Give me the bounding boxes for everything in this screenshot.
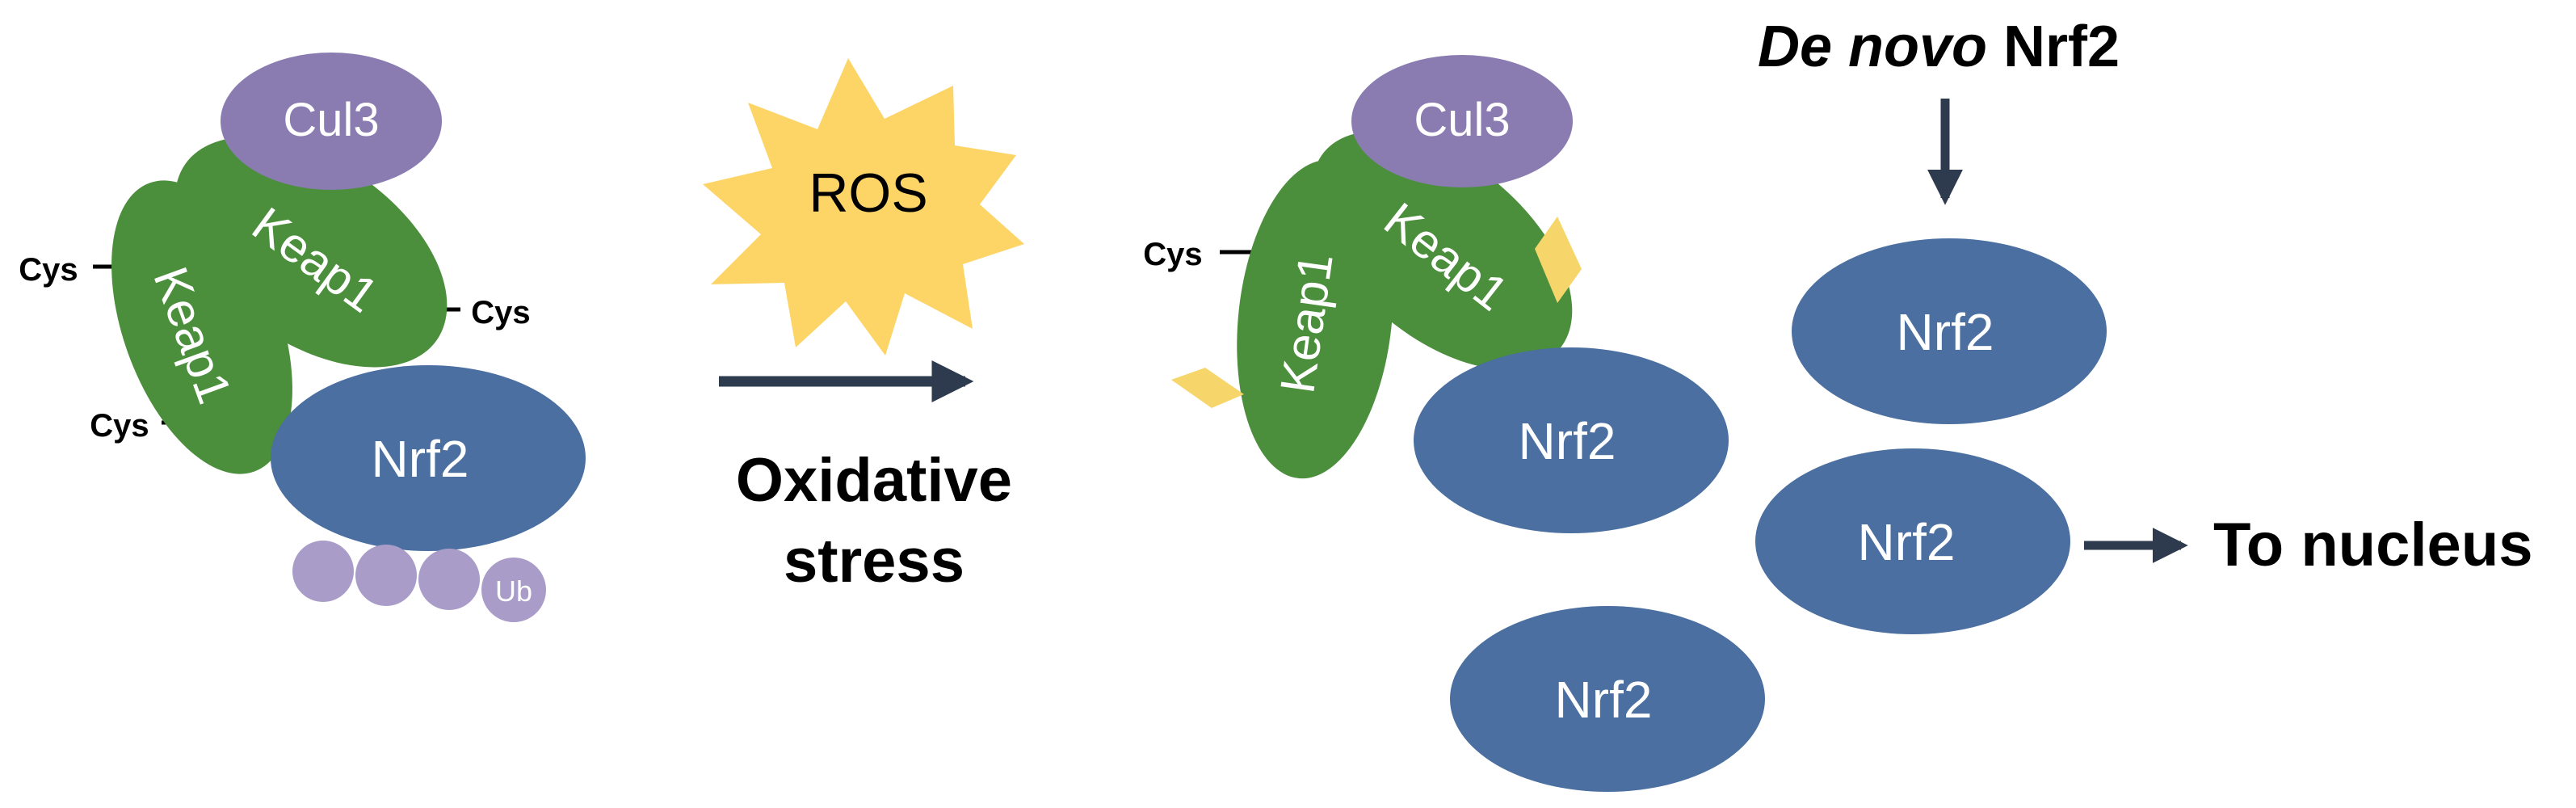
free-nrf2-group: De novo Nrf2 Nrf2 Nrf2 Nrf2 To nucleus xyxy=(1450,15,2533,792)
to-nucleus-label: To nucleus xyxy=(2213,511,2533,579)
keap1-upper-ellipse-right xyxy=(1311,131,1573,370)
nrf2-free-label-1: Nrf2 xyxy=(1897,303,1994,361)
de-novo-italic: De novo xyxy=(1758,15,1987,79)
nrf2-free-ellipse-2 xyxy=(1755,448,2070,634)
cys-label-1: Cys xyxy=(19,252,78,288)
nrf2-free-label-2: Nrf2 xyxy=(1858,513,1956,571)
cys-label-2: Cys xyxy=(471,295,530,330)
cul3-label-right: Cul3 xyxy=(1414,94,1510,146)
ubiquitin-circle-1 xyxy=(292,541,354,602)
ubiquitin-circle-2 xyxy=(355,545,417,606)
ros-label: ROS xyxy=(809,162,927,224)
ubiquitin-circle-4 xyxy=(481,558,546,622)
cys-label-right: Cys xyxy=(1143,237,1202,272)
basal-complex: Cul3 Keap1 Keap1 Nrf2 Ub Cys Cys Cys xyxy=(19,53,586,622)
stress-line-2: stress xyxy=(784,527,964,595)
nrf2-released-label: Nrf2 xyxy=(1519,412,1616,470)
cys-label-3: Cys xyxy=(90,408,149,444)
keap1-lower-ellipse xyxy=(111,180,292,474)
nrf2-free-ellipse-1 xyxy=(1792,238,2107,424)
nrf2-bound-ellipse xyxy=(271,365,586,551)
de-novo-nrf2: Nrf2 xyxy=(1987,15,2120,79)
cul3-ellipse-right xyxy=(1351,55,1573,187)
cul3-ellipse xyxy=(221,53,442,190)
nrf2-free-label-3: Nrf2 xyxy=(1555,671,1653,729)
nrf2-bound-label: Nrf2 xyxy=(372,430,469,488)
oxidative-stress-transition: ROS Oxidative stress xyxy=(703,58,1024,595)
keap1-lower-ellipse-right xyxy=(1237,159,1393,479)
ubiquitin-circle-3 xyxy=(418,549,480,610)
stress-line-1: Oxidative xyxy=(736,446,1012,515)
ub-label: Ub xyxy=(495,574,532,608)
modification-diamond-2 xyxy=(1171,368,1244,408)
ros-burst xyxy=(703,58,1024,356)
cul3-label: Cul3 xyxy=(283,94,379,146)
modification-diamond-1 xyxy=(1535,217,1582,303)
nrf2-released-ellipse xyxy=(1414,347,1729,533)
stressed-complex: Cul3 Keap1 Keap1 Nrf2 Cys xyxy=(1143,55,1729,533)
de-novo-nrf2-title: De novo Nrf2 xyxy=(1758,15,2120,79)
nrf2-free-ellipse-3 xyxy=(1450,606,1765,792)
